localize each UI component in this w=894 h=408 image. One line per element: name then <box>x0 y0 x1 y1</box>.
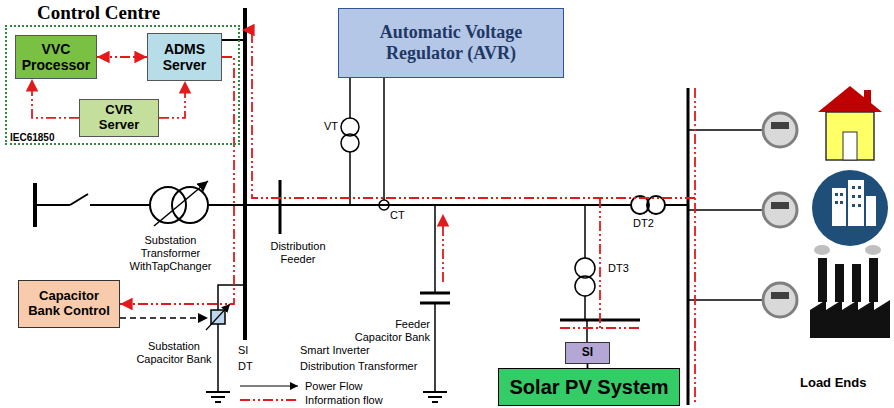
box-text: Capacitor Bank Control <box>23 289 115 319</box>
box-text: CVR Server <box>84 103 154 133</box>
component-label: DT3 <box>608 262 629 275</box>
legend-entry: Information flow <box>305 394 383 407</box>
protocol-label: IEC61850 <box>10 131 54 144</box>
regulator-box: Automatic Voltage Regulator (AVR) <box>338 8 564 78</box>
box-text: VVC Processor <box>20 41 92 73</box>
group-label: Load Ends <box>800 376 866 389</box>
control-centre-group: Control CentreVVC ProcessorADMS ServerCV… <box>5 25 240 145</box>
server-box: ADMS Server <box>147 33 222 81</box>
group-heading: Control Centre <box>37 2 160 24</box>
legend-entry: Power Flow <box>305 380 362 393</box>
component-label: VT <box>324 120 338 133</box>
control-box: Capacitor Bank Control <box>18 280 120 328</box>
component-label: Feeder Capacitor Bank <box>350 318 430 344</box>
box-text: ADMS Server <box>152 41 217 73</box>
abbreviation-meaning: Distribution Transformer <box>300 360 417 373</box>
server-box: CVR Server <box>79 99 159 137</box>
component-label: Substation Transformer WithTapChanger <box>118 234 223 273</box>
inverter-box: SI <box>565 342 610 364</box>
component-label: CT <box>390 209 405 222</box>
process-box: VVC Processor <box>15 35 97 79</box>
info-flow-connector <box>32 79 79 118</box>
component-label: Substation Capacitor Bank <box>134 340 214 366</box>
pv-system-box: Solar PV System <box>498 368 680 406</box>
box-text: SI <box>582 346 593 360</box>
component-label: DT2 <box>633 217 654 230</box>
box-text: Automatic Voltage Regulator (AVR) <box>343 22 559 63</box>
info-flow-connector <box>159 81 185 118</box>
component-label: Distribution Feeder <box>262 240 334 266</box>
info-flow-connector <box>97 56 147 58</box>
box-text: Solar PV System <box>510 376 669 399</box>
abbreviation-meaning: Smart Inverter <box>300 344 370 357</box>
abbreviation-label: SI <box>238 344 248 357</box>
abbreviation-label: DT <box>238 360 253 373</box>
